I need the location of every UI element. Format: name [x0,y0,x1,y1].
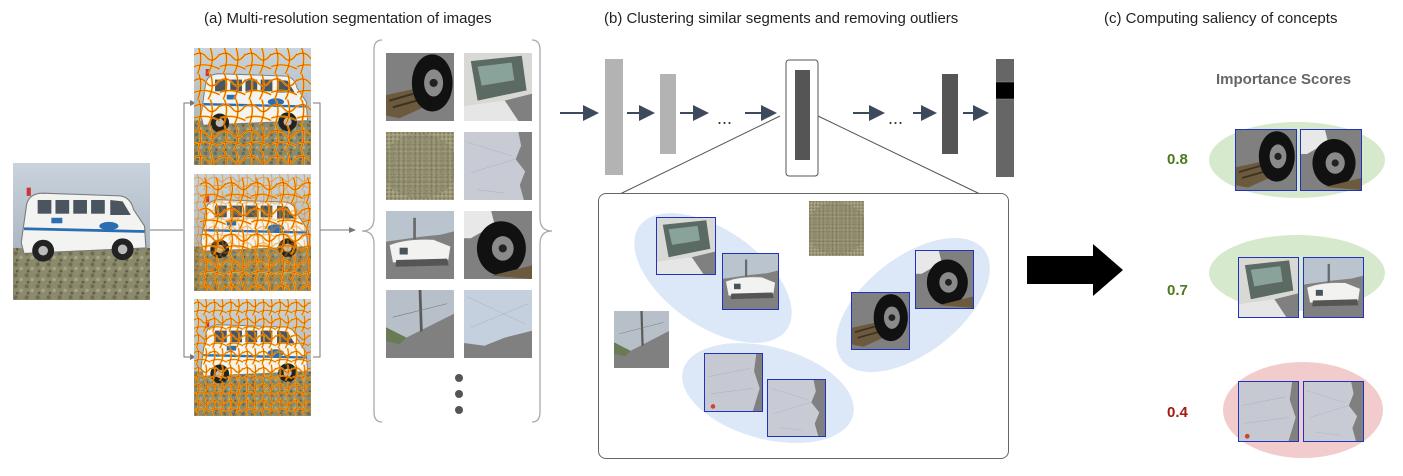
cluster-tile-wheel [851,292,910,350]
network-ellipsis-right: ... [888,108,903,128]
input-connector [150,100,196,360]
network-diagram: ... ... [560,59,1014,177]
more-segments-dots-icon [455,374,463,414]
segment-grid-brace [361,39,553,423]
input-van-image [13,163,150,300]
segment-gravel [386,132,454,200]
segmentation-fine [194,299,311,416]
title-clustering: (b) Clustering similar segments and remo… [604,10,959,27]
big-arrow-icon [1027,244,1123,296]
title-saliency: (c) Computing saliency of concepts [1104,10,1338,27]
network-ellipsis-left: ... [717,108,732,128]
segment-sky-2 [464,290,532,358]
cluster-tile-window [656,217,716,275]
outlier-tile-gravel [809,201,864,256]
segment-window [464,53,532,121]
concept3-tile-b [1303,381,1364,442]
network-layer-2 [660,74,676,154]
concept1-tile-b [1300,129,1362,191]
importance-score-3: 0.4 [1167,404,1188,421]
network-layer-selected [795,70,810,160]
network-layer-1 [605,59,623,175]
importance-score-1: 0.8 [1167,151,1188,168]
segment-pole [386,290,454,358]
concept3-tile-a [1238,381,1299,442]
zoom-lines [619,115,981,195]
importance-score-2: 0.7 [1167,282,1188,299]
segment-van-front [386,211,454,279]
segment-wheel-2 [464,211,532,279]
cluster-tile-van-front [722,253,779,310]
title-multi-resolution-segmentation: (a) Multi-resolution segmentation of ima… [204,10,492,27]
segments-connector [313,102,356,358]
segment-sky [464,132,532,200]
segmentation-coarse [194,48,311,165]
network-layer-penultimate [942,74,958,154]
outlier-tile-pole [614,311,669,368]
cluster-tile-sky-dot [704,353,763,412]
importance-scores-heading: Importance Scores [1216,71,1352,88]
segmentation-medium [194,174,311,291]
cluster-tile-sky [767,379,826,437]
network-output-active-unit [996,82,1014,99]
concept2-tile-a [1238,257,1299,318]
concept2-tile-b [1303,257,1364,318]
concept1-tile-a [1235,129,1297,191]
segment-wheel [386,53,454,121]
cluster-tile-wheel-2 [915,250,974,309]
